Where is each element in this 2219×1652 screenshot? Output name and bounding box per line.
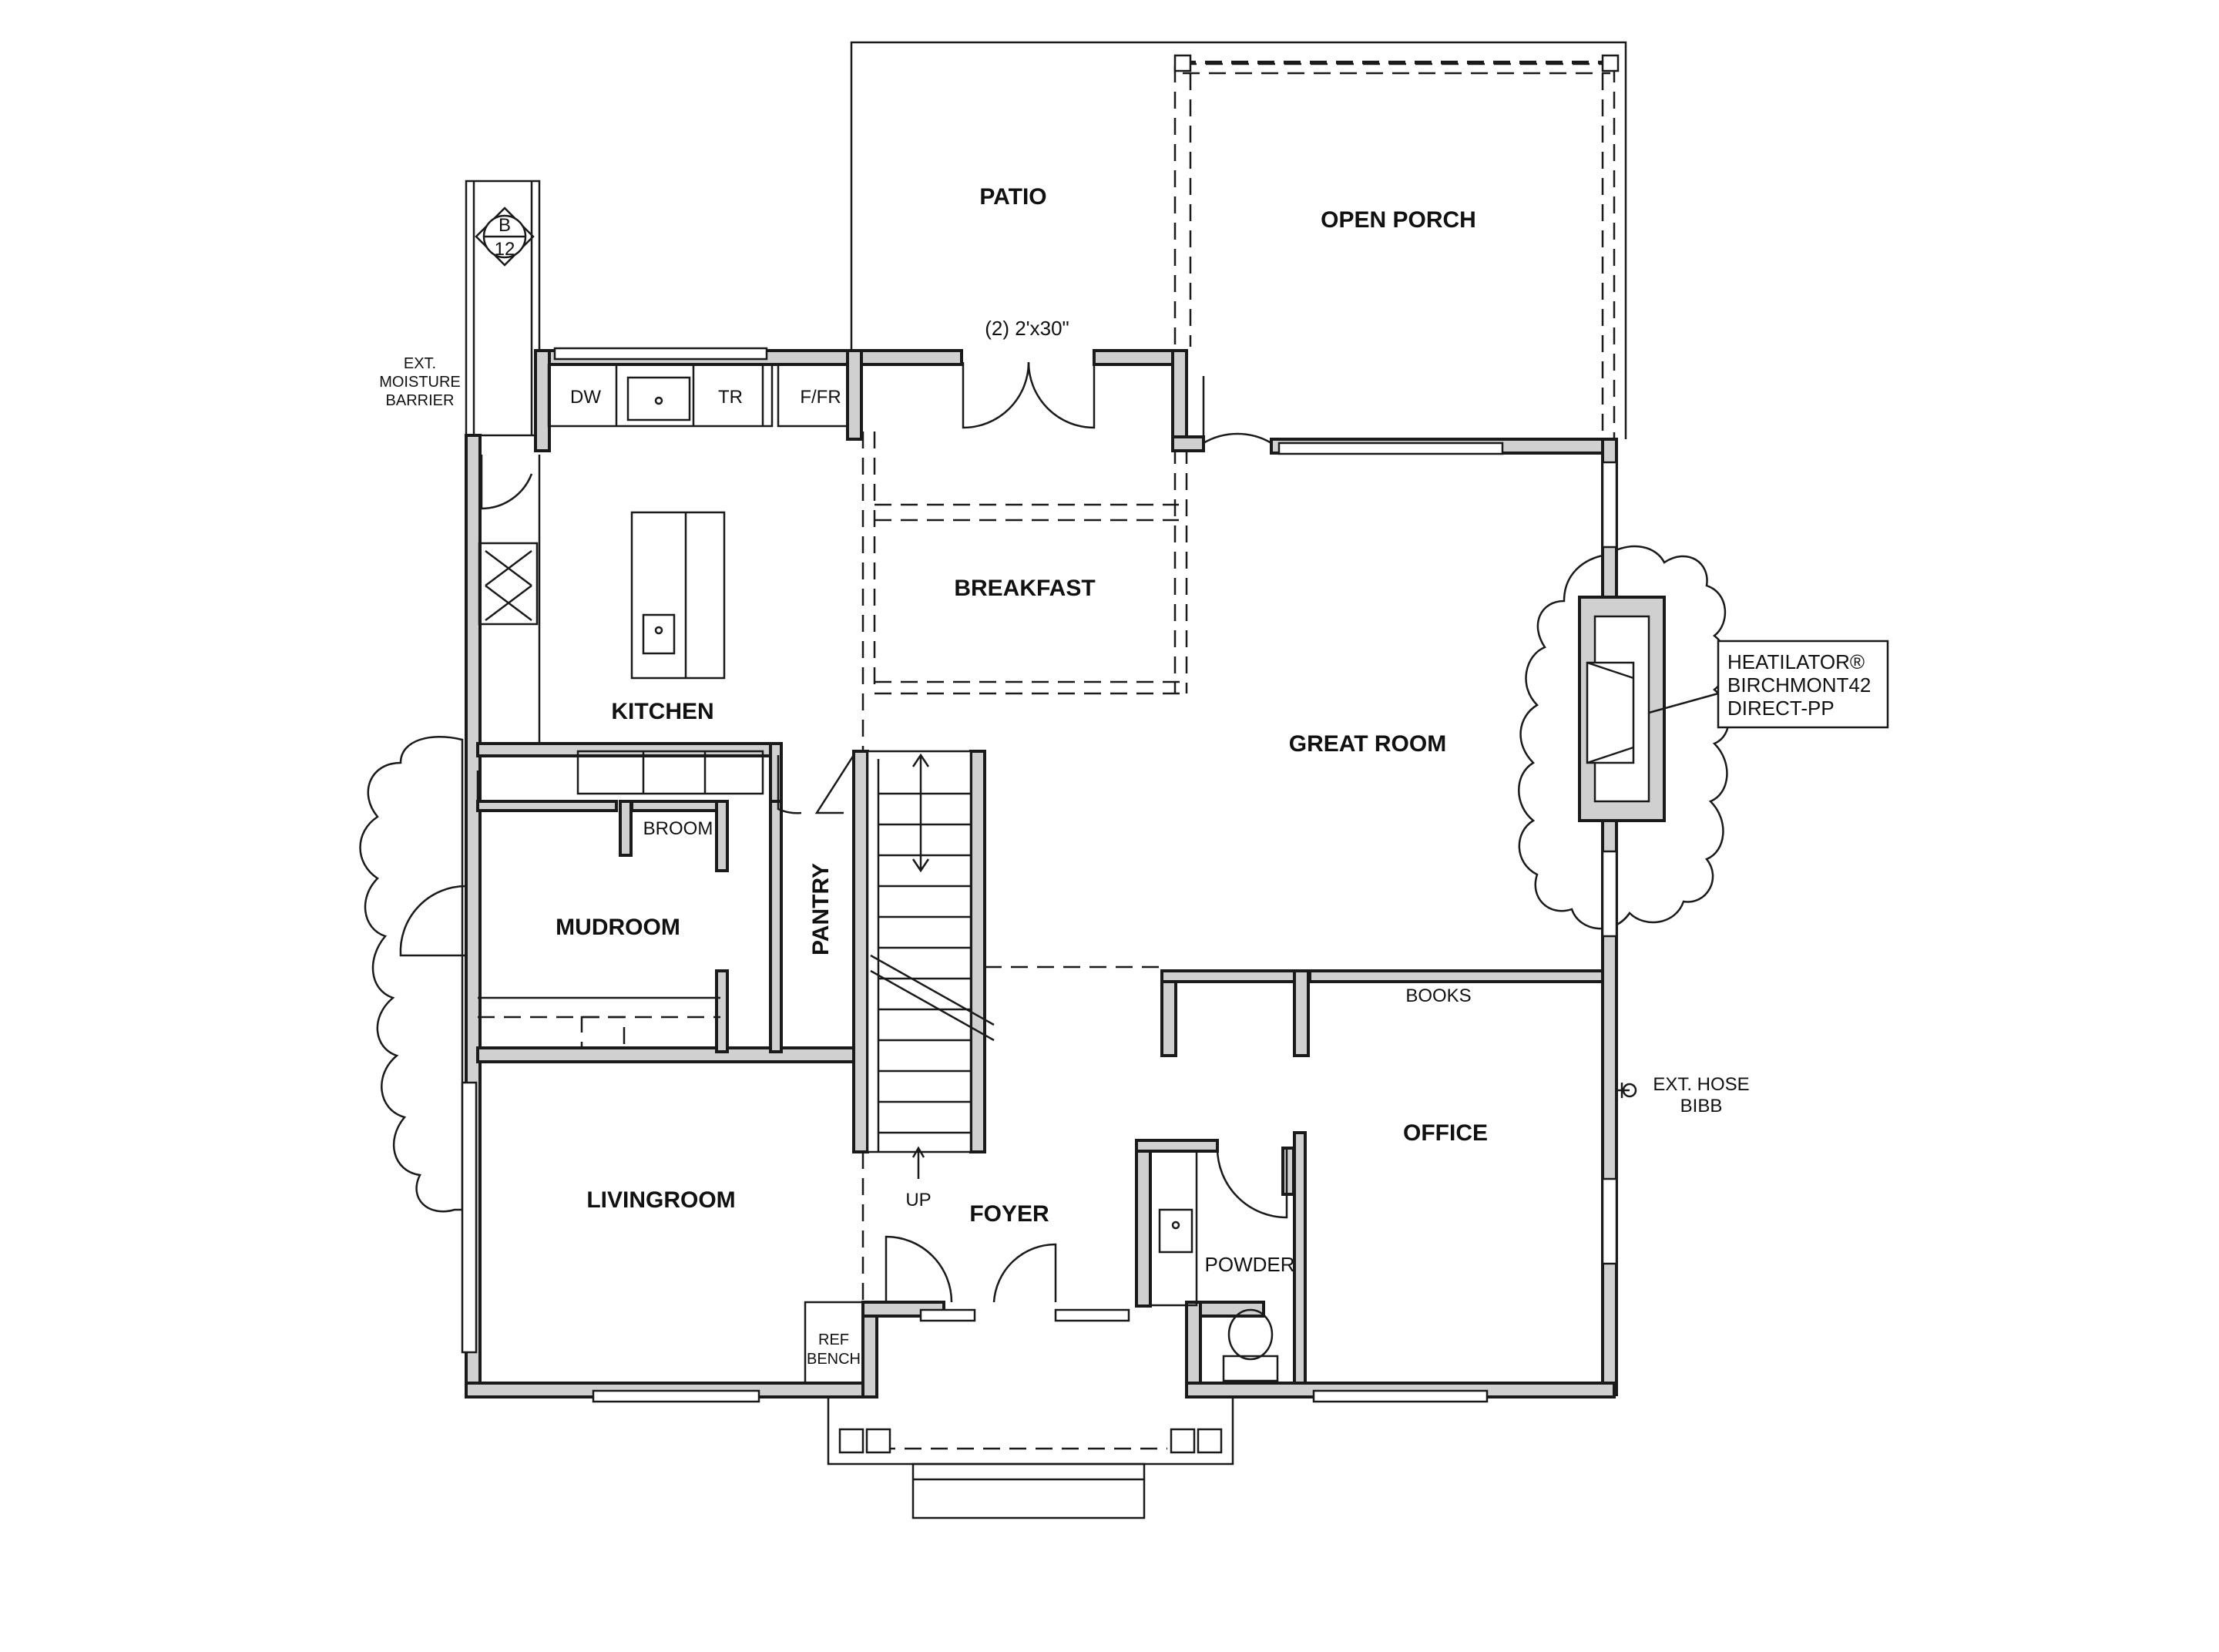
- section-marker-sheet: 12: [495, 239, 515, 260]
- porch-post: [1601, 54, 1620, 72]
- kitchen-island: [630, 511, 726, 680]
- callout-line-3: DIRECT-PP: [1727, 697, 1835, 720]
- callout-line-1: HEATILATOR®: [1727, 650, 1865, 673]
- ext-moisture-barrier-wall: [465, 180, 541, 437]
- toilet-tank-icon: [1222, 1355, 1279, 1382]
- label-trash: TR: [718, 387, 743, 408]
- stair-direction-arrow: [911, 753, 930, 873]
- room-label-office: OFFICE: [1403, 1120, 1488, 1146]
- callout-line-2: BIRCHMONT42: [1727, 673, 1871, 697]
- room-label-pantry: PANTRY: [808, 863, 834, 955]
- note-hose-1: EXT. HOSE: [1653, 1074, 1749, 1095]
- stair-break-line: [870, 954, 995, 1042]
- kitchen-cabinets: [478, 363, 849, 795]
- notes: EXT. MOISTURE BARRIER EXT. HOSE BIBB: [379, 355, 1749, 1116]
- room-label-open-porch: OPEN PORCH: [1321, 207, 1476, 233]
- label-dishwasher: DW: [570, 387, 601, 408]
- note-moisture-1: EXT.: [404, 355, 436, 372]
- note-moisture-3: BARRIER: [386, 392, 455, 409]
- room-label-mudroom: MUDROOM: [556, 915, 680, 940]
- doors: [399, 361, 1288, 1303]
- room-label-livingroom: LIVINGROOM: [586, 1187, 735, 1213]
- label-fridge: F/FR: [800, 387, 841, 408]
- stoop-post: [865, 1428, 891, 1454]
- range-icon: [478, 542, 539, 626]
- fireplace-callout-box: [1717, 640, 1889, 729]
- front-steps: [911, 1462, 1146, 1519]
- patio-outline: [850, 41, 1179, 351]
- room-label-kitchen: KITCHEN: [611, 699, 713, 724]
- note-hose-2: BIBB: [1680, 1096, 1723, 1116]
- room-label-breakfast: BREAKFAST: [954, 576, 1095, 601]
- ref-bench: [804, 1301, 864, 1385]
- label-ref: REF: [818, 1331, 849, 1348]
- room-label-powder: POWDER: [1205, 1253, 1295, 1276]
- label-bench: BENCH: [807, 1351, 861, 1368]
- section-marker-letter: B: [499, 215, 511, 236]
- powder-fixtures: [1149, 1150, 1279, 1382]
- toilet-icon: [1227, 1308, 1274, 1361]
- shrubs: [359, 545, 1730, 1213]
- open-porch: [1173, 41, 1627, 439]
- walls: [465, 349, 1618, 1398]
- windows: [461, 347, 1618, 1403]
- fireplace: [1578, 596, 1889, 822]
- hose-bibb-icon: [1616, 1083, 1637, 1098]
- room-label-foyer: FOYER: [969, 1201, 1049, 1227]
- stoop-post: [838, 1428, 864, 1454]
- stoop-post: [1197, 1428, 1223, 1454]
- appliance-labels: DW TR F/FR REF BENCH: [570, 387, 861, 1368]
- shrub-west: [359, 736, 464, 1213]
- room-label-great-room: GREAT ROOM: [1289, 731, 1446, 757]
- section-marker-icon: B 12: [475, 206, 535, 267]
- powder-sink-icon: [1158, 1208, 1193, 1254]
- stair-up-arrow: [911, 1146, 925, 1179]
- stair-treads: [877, 759, 971, 1152]
- stair-up-label: UP: [905, 1190, 931, 1210]
- porch-post: [1173, 54, 1192, 72]
- door-note: (2) 2'x30": [985, 317, 1069, 340]
- room-labels: PATIO OPEN PORCH BREAKFAST KITCHEN GREAT…: [556, 184, 1488, 1276]
- note-moisture-2: MOISTURE: [379, 374, 461, 391]
- mudroom-bench: [476, 771, 720, 1049]
- room-label-patio: PATIO: [979, 184, 1046, 210]
- room-label-books: BOOKS: [1405, 985, 1471, 1006]
- room-label-broom: BROOM: [643, 818, 713, 839]
- fireplace-callout: HEATILATOR® BIRCHMONT42 DIRECT-PP: [1727, 650, 1871, 720]
- island-sink-icon: [642, 613, 676, 655]
- front-stoop: [827, 1397, 1234, 1519]
- stoop-post: [1170, 1428, 1196, 1454]
- stairs[interactable]: [866, 750, 995, 1179]
- kitchen-sink-icon: [626, 376, 691, 421]
